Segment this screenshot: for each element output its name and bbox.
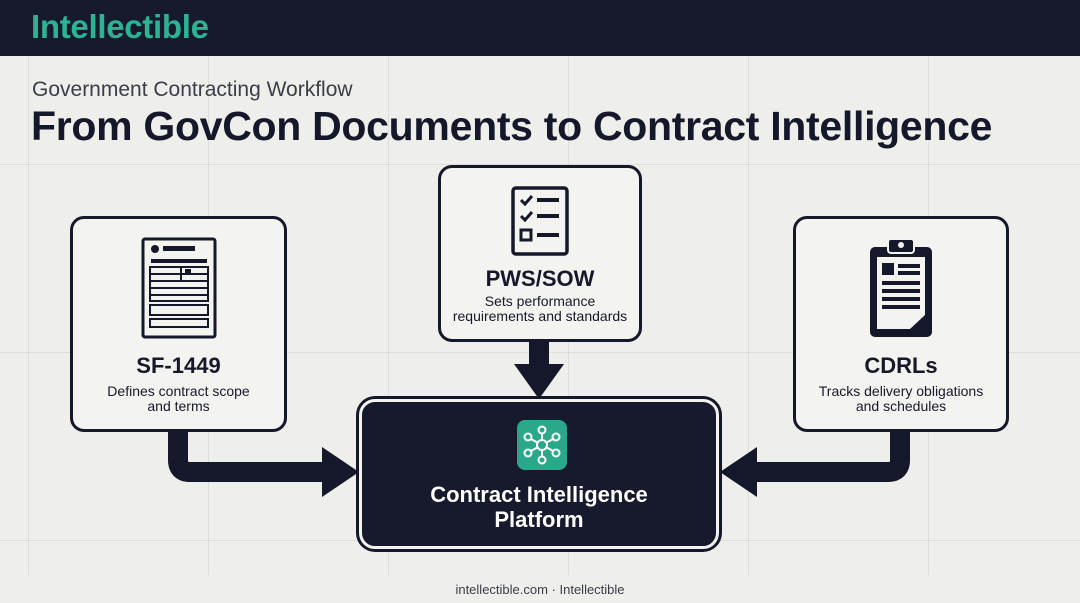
input-card-description-line1: Tracks delivery obligations — [818, 383, 984, 399]
platform-card[interactable]: Contract Intelligence Platform — [359, 399, 719, 549]
input-card-description-line1: Defines contract scope — [107, 383, 250, 399]
network-hub-icon — [517, 420, 567, 470]
input-card-title: CDRLs — [864, 353, 938, 378]
arrow-pws-to-platform — [514, 342, 564, 399]
arrow-sf1449-to-platform — [168, 432, 359, 497]
input-card-title: SF-1449 — [136, 353, 221, 378]
input-card-description-line2: and schedules — [855, 398, 947, 414]
brand-logo[interactable]: Intellectible — [31, 8, 209, 45]
input-card-description-line2: and terms — [147, 398, 210, 414]
clipboard-icon — [870, 238, 932, 337]
page-title: From GovCon Documents to Contract Intell… — [31, 103, 993, 149]
input-card-pws-sow[interactable]: PWS/SOW Sets performance requirements an… — [438, 165, 642, 342]
input-card-description-line1: Sets performance — [484, 293, 596, 309]
platform-title: Contract Intelligence Platform — [362, 482, 716, 532]
input-card-cdrls[interactable]: CDRLs Tracks delivery obligations and sc… — [793, 216, 1009, 432]
page-kicker: Government Contracting Workflow — [32, 78, 353, 101]
platform-title-line1: Contract Intelligence — [430, 482, 648, 507]
platform-title-line2: Platform — [494, 507, 584, 532]
input-card-sf1449[interactable]: SF-1449 Defines contract scope and terms — [70, 216, 287, 432]
checklist-icon — [511, 186, 569, 256]
input-card-title: PWS/SOW — [485, 266, 595, 291]
footer-text: intellectible.com · Intellectible — [455, 582, 625, 597]
top-bar: Intellectible — [0, 0, 1080, 56]
form-document-icon — [141, 237, 216, 339]
arrow-cdrls-to-platform — [720, 432, 910, 497]
input-card-description-line2: requirements and standards — [452, 308, 628, 324]
